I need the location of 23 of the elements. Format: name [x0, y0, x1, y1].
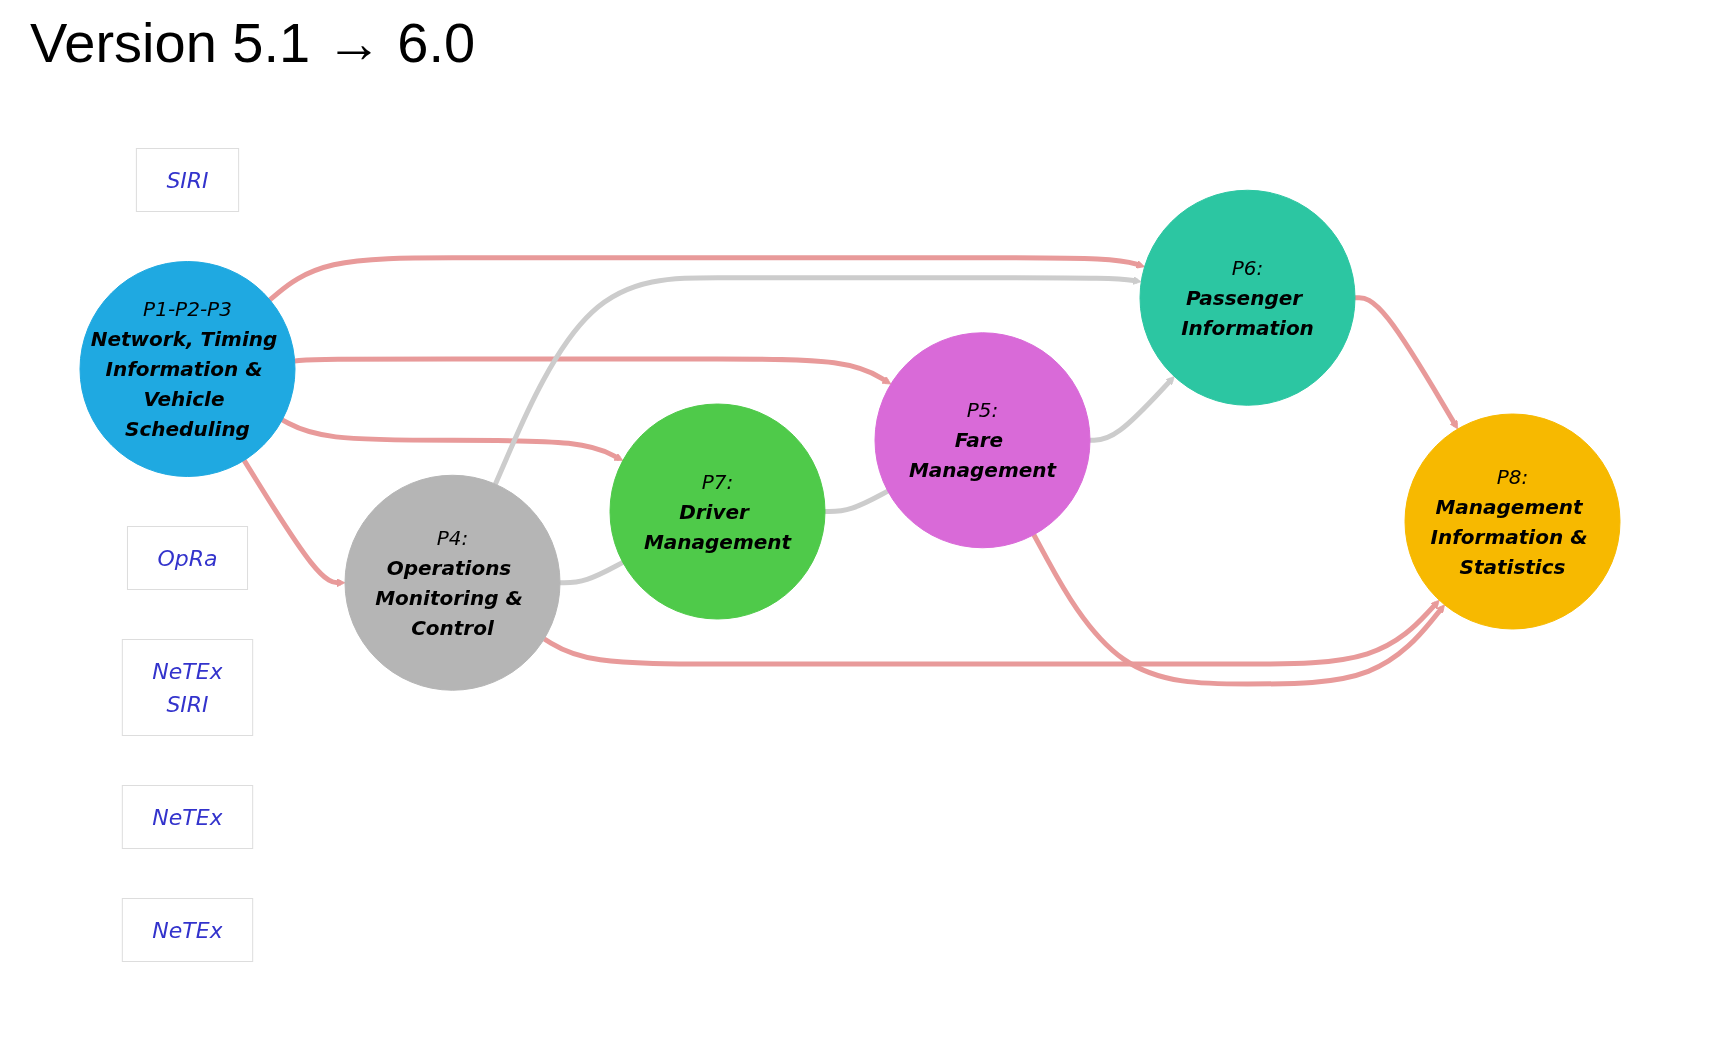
- node-box: SIRI: [135, 148, 240, 212]
- arrow: [242, 459, 346, 588]
- connector: [560, 560, 624, 586]
- node-circle: P6: Passenger Information: [1139, 189, 1356, 406]
- node-box: OpRa: [126, 526, 249, 590]
- arrow: [493, 275, 1142, 486]
- arrow: [1355, 295, 1459, 430]
- node-circle: P4: Operations Monitoring & Control: [344, 474, 561, 691]
- arrow: [1090, 376, 1175, 443]
- node-box: NeTEx: [121, 898, 254, 962]
- slide-title: Version 5.1 → 6.0: [30, 10, 477, 75]
- node-circle: P1-P2-P3 Network, Timing Information & Vehicle Scheduling: [79, 261, 296, 477]
- arrow: [281, 417, 624, 461]
- arrow: [268, 255, 1145, 302]
- arrow: [542, 599, 1440, 667]
- connector: [825, 488, 889, 514]
- node-circle: P8: Management Information & Statistics: [1404, 413, 1621, 630]
- node-box: NeTEx: [121, 785, 254, 849]
- node-circle: P5: Fare Management: [874, 332, 1091, 549]
- node-circle: P7: Driver Management: [609, 403, 826, 620]
- arrow: [1031, 533, 1445, 687]
- node-box: NeTEx SIRI: [121, 639, 254, 736]
- arrow: [294, 356, 892, 385]
